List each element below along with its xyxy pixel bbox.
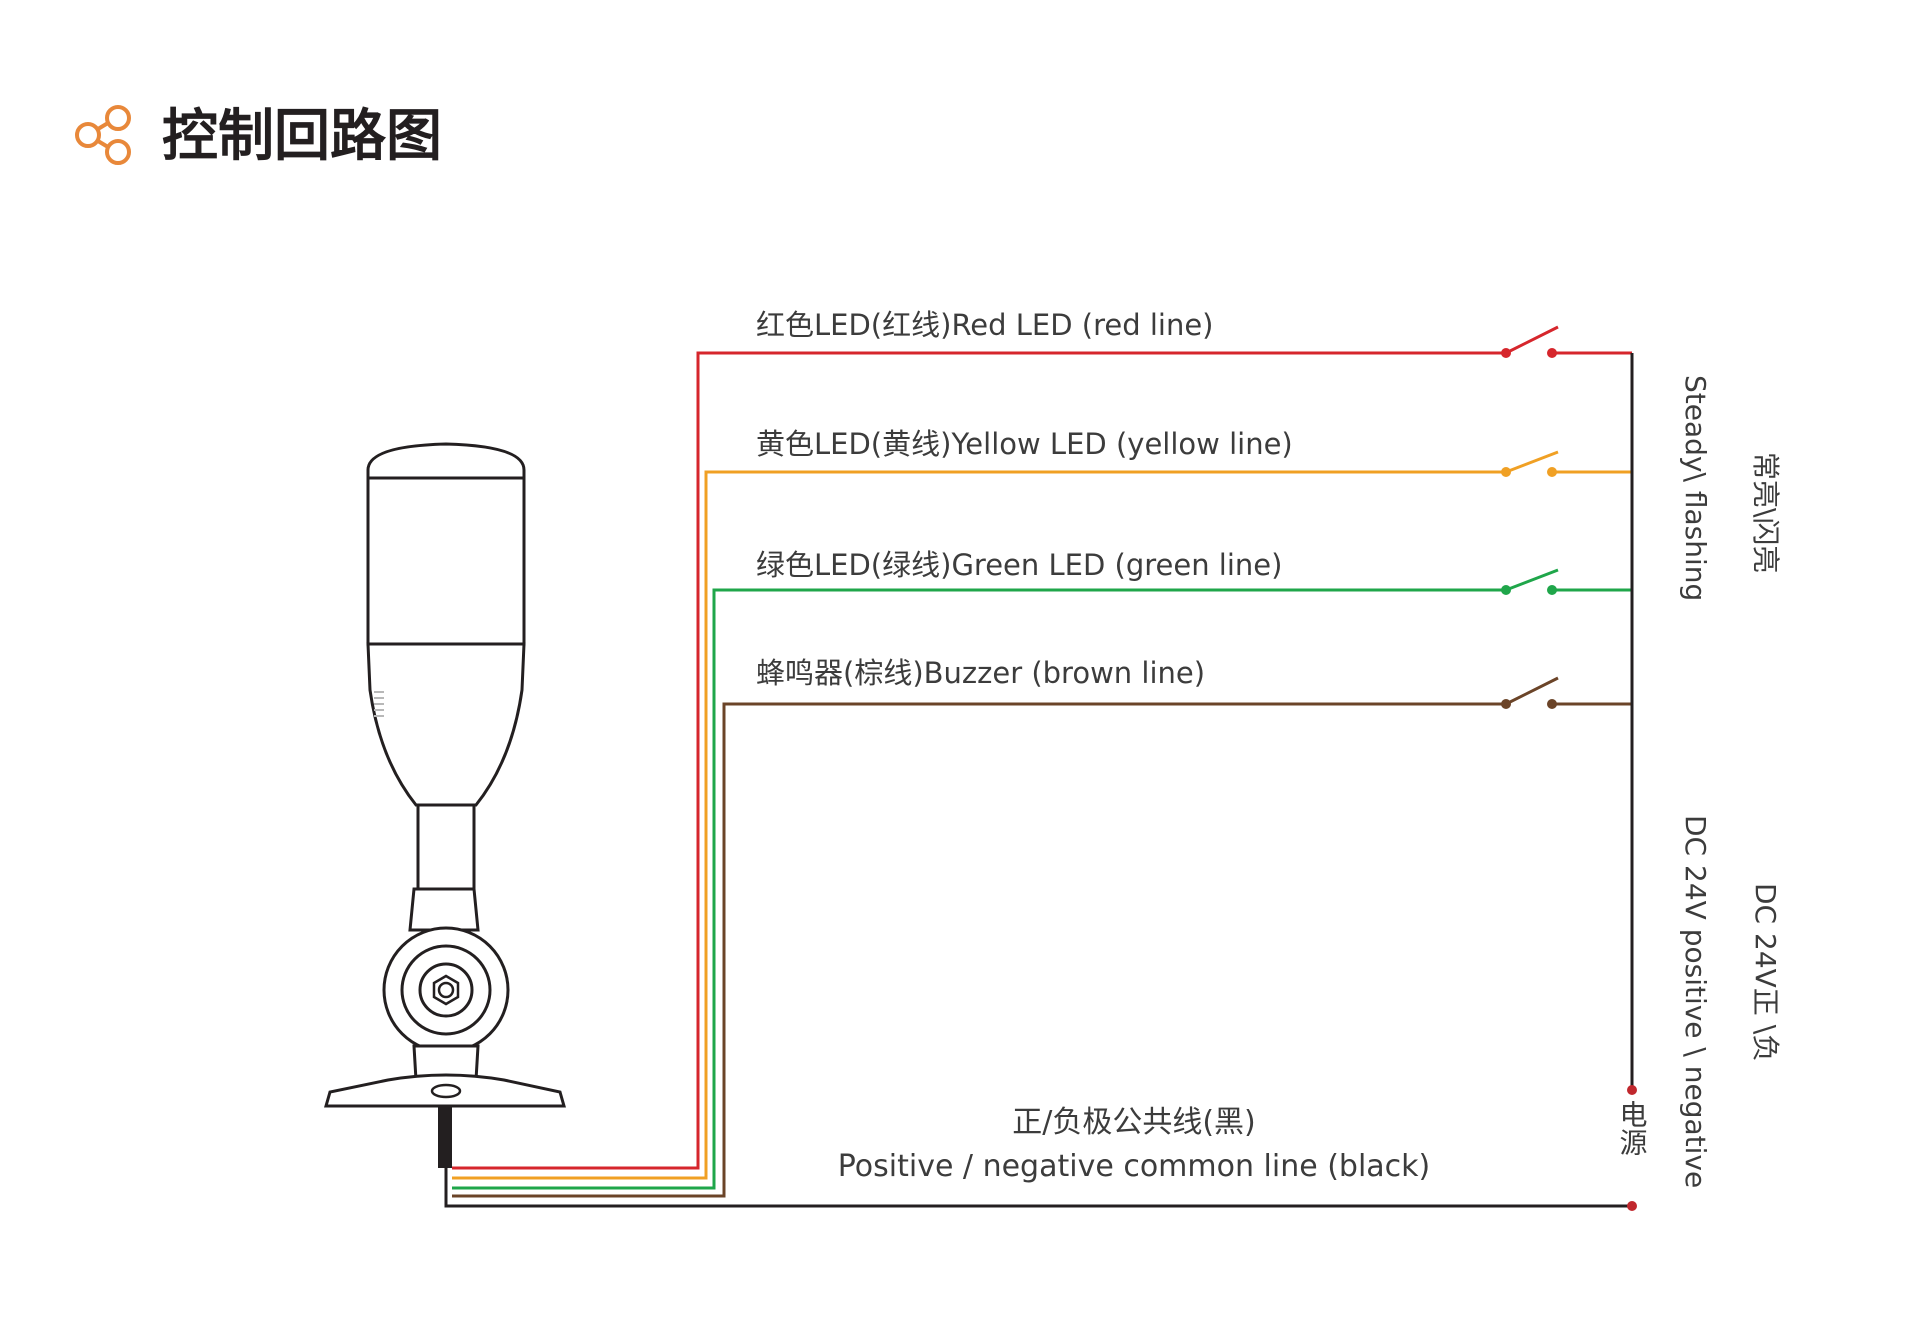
common-line-terminal-dot: [1627, 1201, 1637, 1211]
green-switch-right-dot: [1547, 585, 1557, 595]
green-wire-label: 绿色LED(绿线)Green LED (green line): [756, 548, 1282, 582]
power-label-en: DC 24V positive \ negative: [1679, 815, 1712, 1188]
buzzer-wire-label: 蜂鸣器(棕线)Buzzer (brown line): [756, 656, 1205, 690]
power-bus-terminal-dot: [1627, 1085, 1637, 1095]
yellow-switch-right-dot: [1547, 467, 1557, 477]
share-nodes-icon: [75, 105, 131, 165]
red-switch-lever: [1505, 325, 1559, 355]
mode-label-en: Steady\ flashing: [1679, 375, 1712, 601]
yellow-switch-lever: [1505, 450, 1559, 474]
common-black-wire: [444, 1168, 1632, 1208]
red-wire: [452, 351, 1506, 1170]
green-switch-lever: [1505, 568, 1559, 592]
yellow-wire-label: 黄色LED(黄线)Yellow LED (yellow line): [756, 427, 1293, 461]
red-switch-right-dot: [1547, 348, 1557, 358]
wires-layer: [444, 351, 1637, 1211]
mode-label-cn: 常亮\闪亮: [1749, 452, 1782, 573]
switches-layer: [1501, 325, 1559, 709]
common-line-label-cn: 正/负极公共线(黑): [1012, 1105, 1256, 1140]
power-label-cn: DC 24V正 \负: [1749, 883, 1782, 1062]
buzzer-holes: [374, 691, 384, 717]
brown-wire: [452, 702, 1506, 1198]
brown-switch-right-dot: [1547, 699, 1557, 709]
power-source-label: 电源: [1616, 1100, 1649, 1156]
tower-light-device: [324, 442, 566, 1168]
green-wire: [452, 588, 1506, 1190]
yellow-wire: [452, 470, 1506, 1180]
red-wire-label: 红色LED(红线)Red LED (red line): [756, 308, 1214, 342]
common-line-label-en: Positive / negative common line (black): [838, 1149, 1431, 1184]
page-title: 控制回路图: [162, 104, 442, 169]
brown-switch-lever: [1505, 676, 1559, 706]
